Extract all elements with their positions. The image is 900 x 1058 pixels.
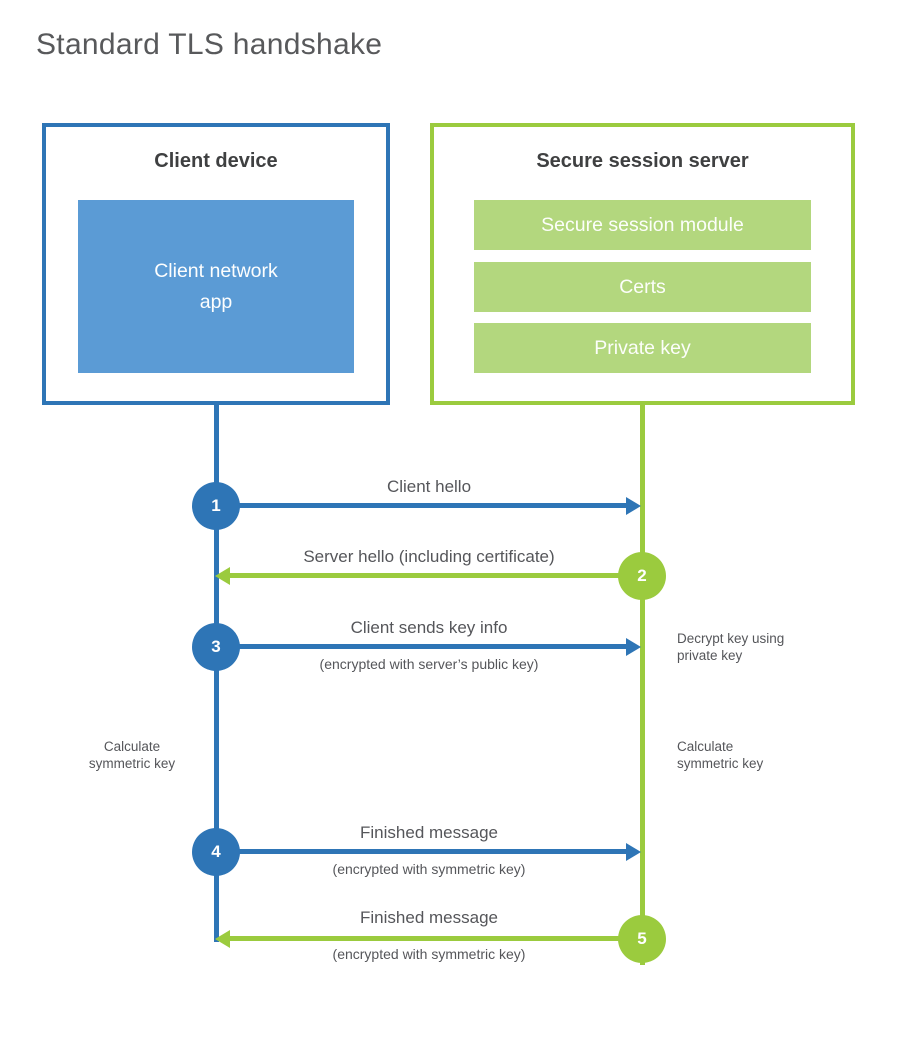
server-lifeline — [640, 405, 645, 965]
calculate-symmetric-key-note-right: Calculate symmetric key — [677, 739, 764, 771]
step-5-number: 5 — [637, 929, 647, 948]
private-key-block: Private key — [474, 323, 811, 373]
step-1-badge: 1 — [192, 482, 240, 530]
step-3-number: 3 — [211, 637, 221, 656]
step-3-sublabel: (encrypted with server’s public key) — [319, 656, 539, 672]
step-5-label: Finished message — [360, 908, 498, 927]
step-2-arrowhead-left-icon — [215, 567, 230, 585]
step-3-arrowhead-right-icon — [626, 638, 641, 656]
step-4-number: 4 — [211, 842, 221, 861]
secure-session-module-block: Secure session module — [474, 200, 811, 250]
client-device-box: Client device Client network app — [42, 123, 390, 405]
step-2-label: Server hello (including certificate) — [303, 547, 555, 566]
step-4-arrowhead-right-icon — [626, 843, 641, 861]
step-5-sublabel: (encrypted with symmetric key) — [332, 946, 526, 962]
step-2-number: 2 — [637, 566, 647, 585]
secure-session-server-title: Secure session server — [536, 150, 749, 172]
step-5-arrow-line — [230, 936, 642, 941]
step-1-label: Client hello — [386, 477, 472, 496]
decrypt-key-note: Decrypt key using private key — [677, 631, 785, 663]
step-3-badge: 3 — [192, 623, 240, 671]
client-network-app-block: Client network app — [78, 200, 354, 373]
step-5-arrowhead-left-icon — [215, 930, 230, 948]
secure-session-server-box: Secure session server Secure session mod… — [430, 123, 855, 405]
step-4-sublabel: (encrypted with symmetric key) — [332, 861, 526, 877]
step-2-badge: 2 — [618, 552, 666, 600]
step-5-badge: 5 — [618, 915, 666, 963]
calculate-symmetric-key-note-left: Calculate symmetric key — [88, 739, 176, 771]
client-network-app-label: Client network app — [154, 260, 278, 313]
step-1-arrow-line — [216, 503, 628, 508]
step-2-arrow-line — [230, 573, 642, 578]
step-4-badge: 4 — [192, 828, 240, 876]
client-lifeline — [214, 405, 219, 942]
step-4-arrow-line — [216, 849, 628, 854]
step-3-label: Client sends key info — [350, 618, 508, 637]
step-4-label: Finished message — [360, 823, 498, 842]
step-1-number: 1 — [211, 496, 221, 515]
certs-block: Certs — [474, 262, 811, 312]
step-1-arrowhead-right-icon — [626, 497, 641, 515]
diagram-title: Standard TLS handshake — [36, 28, 383, 61]
client-device-title: Client device — [154, 150, 278, 172]
step-3-arrow-line — [216, 644, 628, 649]
